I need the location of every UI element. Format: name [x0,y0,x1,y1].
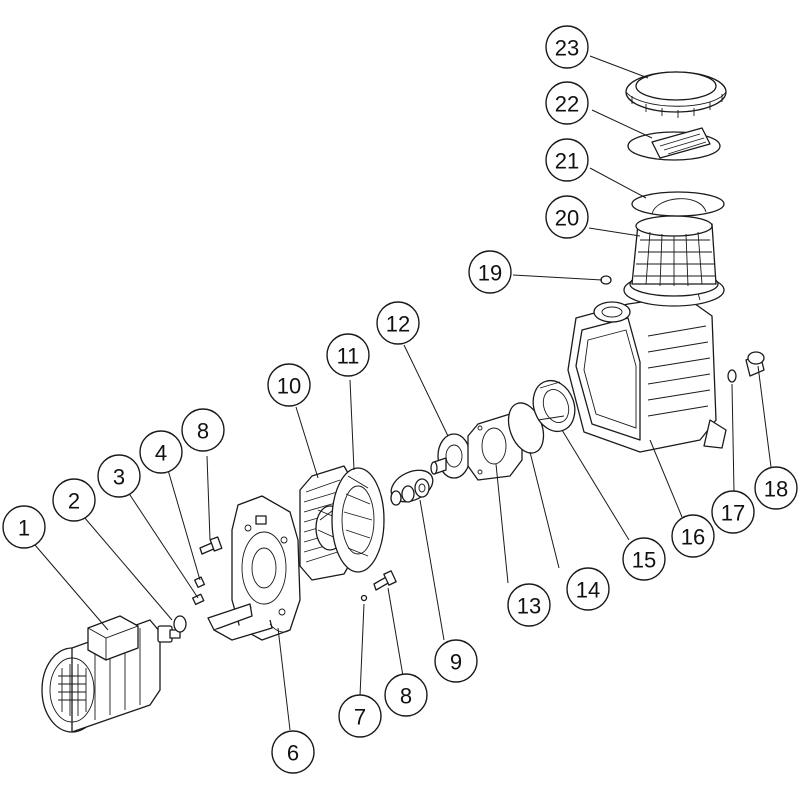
pin-7 [360,594,368,602]
mounting-bracket [207,495,301,641]
pin-3 [192,593,205,606]
svg-text:16: 16 [681,525,705,550]
svg-text:7: 7 [354,705,366,730]
svg-text:12: 12 [386,312,410,337]
pump-body [567,273,727,453]
callout-3: 3 [97,454,141,498]
callout-18: 18 [754,466,798,510]
lid-seal [631,191,725,217]
callout-20: 20 [545,195,589,239]
o-ring-17 [727,369,737,383]
svg-text:3: 3 [113,465,125,490]
callout-8-upper: 8 [181,408,225,452]
o-ring-2 [173,615,187,633]
callout-16: 16 [671,514,715,558]
svg-text:11: 11 [337,344,360,369]
callout-19: 19 [468,250,512,294]
diffuser [331,467,385,573]
svg-text:19: 19 [478,261,502,286]
callout-23: 23 [545,25,589,69]
callout-11: 11 [326,333,370,377]
callout-1: 1 [2,505,46,549]
callouts: 1 2 3 4 8 6 7 8 9 10 11 12 13 14 15 16 1… [2,25,798,774]
svg-text:22: 22 [555,92,579,117]
callout-22: 22 [545,81,589,125]
bolt-upper [199,536,223,555]
callout-9: 9 [434,639,478,683]
svg-text:8: 8 [197,419,209,444]
svg-text:4: 4 [155,441,167,466]
svg-text:14: 14 [576,578,600,603]
screw-19 [600,275,612,285]
callout-2: 2 [52,478,96,522]
callout-4: 4 [139,430,183,474]
wear-ring [532,379,576,433]
callout-21: 21 [545,138,589,182]
svg-text:18: 18 [764,477,788,502]
callout-15: 15 [622,537,666,581]
bolt-lower [373,570,397,591]
svg-text:2: 2 [68,489,80,514]
svg-text:17: 17 [721,501,745,526]
svg-text:8: 8 [400,684,412,709]
motor [41,615,181,733]
callout-6: 6 [271,730,315,774]
svg-text:9: 9 [450,650,462,675]
callout-10: 10 [267,363,311,407]
drain-plug [745,351,765,377]
strainer-basket [629,215,719,297]
callout-7: 7 [338,694,382,738]
mechanical-seal [390,469,434,506]
pin-4 [194,576,206,588]
lid-cover [627,127,721,161]
svg-text:20: 20 [555,206,579,231]
svg-text:13: 13 [517,594,541,619]
callout-14: 14 [566,567,610,611]
callout-17: 17 [711,490,755,534]
lid-ring [625,71,727,118]
svg-text:21: 21 [555,149,579,174]
svg-text:23: 23 [555,36,579,61]
callout-8-lower: 8 [384,673,428,717]
impeller [430,433,471,479]
callout-13: 13 [507,583,551,627]
svg-text:1: 1 [18,516,30,541]
svg-text:10: 10 [277,374,301,399]
svg-text:15: 15 [632,548,656,573]
svg-text:6: 6 [287,741,299,766]
callout-12: 12 [376,301,420,345]
leader-lines [34,55,772,731]
